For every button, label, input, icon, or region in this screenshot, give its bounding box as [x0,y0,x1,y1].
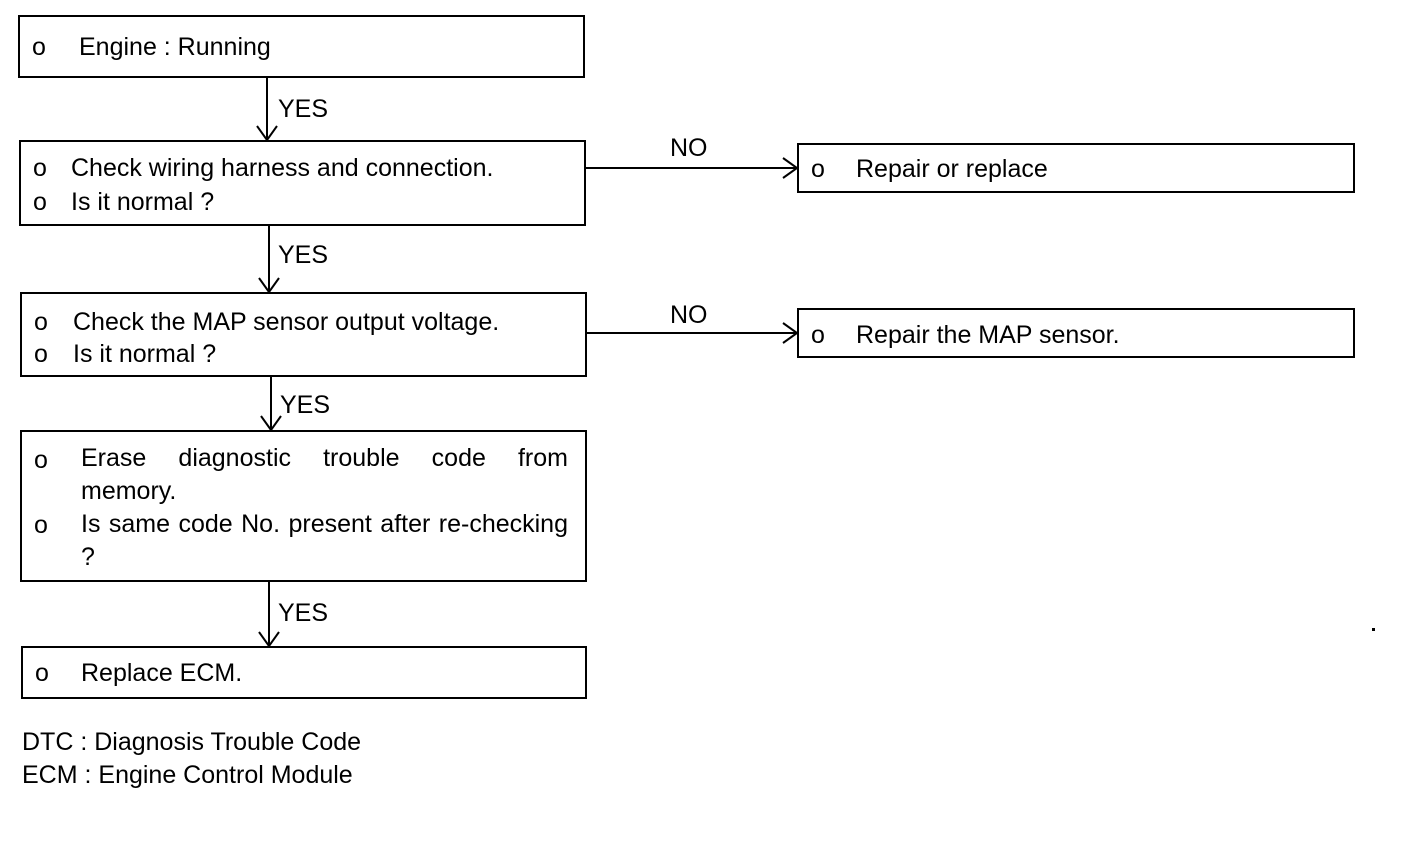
node-repair-or-replace: o Repair or replace [797,143,1355,193]
legend-ecm: ECM : Engine Control Module [22,761,353,789]
node-text: Check the MAP sensor output voltage. [73,308,500,336]
bullet-marker: o [811,321,825,349]
bullet-marker: o [35,659,49,687]
node-check-map-sensor: o Check the MAP sensor output voltage. o… [20,292,587,377]
node-erase-dtc: o Erase diagnostic trouble code from mem… [20,430,587,582]
bullet-marker: o [811,155,825,183]
edge-label-no: NO [670,301,708,329]
node-repair-map-sensor: o Repair the MAP sensor. [797,308,1355,358]
bullet-marker: o [34,340,48,368]
bullet-marker: o [33,154,47,182]
node-text: Is it normal ? [71,188,215,216]
node-text: Replace ECM. [81,659,243,687]
edge-label-yes: YES [280,391,331,419]
node-text: Erase diagnostic trouble code from memor… [81,444,568,505]
node-replace-ecm: o Replace ECM. [21,646,587,699]
bullet-marker: o [33,188,47,216]
edge-label-yes: YES [278,599,329,627]
node-check-wiring: o Check wiring harness and connection. o… [19,140,586,226]
bullet-marker: o [34,308,48,336]
node-engine-running: o Engine : Running [18,15,585,78]
edge-label-yes: YES [278,95,329,123]
node-text: Is same code No. present after re-checki… [81,510,568,571]
stray-dot-mark [1372,628,1375,631]
node-text: Is it normal ? [73,340,217,368]
edge-label-yes: YES [278,241,329,269]
legend-dtc: DTC : Diagnosis Trouble Code [22,728,362,756]
node-text: Engine : Running [79,33,271,61]
bullet-marker: o [34,446,48,474]
bullet-marker: o [32,33,46,61]
bullet-marker: o [34,511,48,539]
node-text: Repair or replace [856,155,1048,183]
edge-label-no: NO [670,134,708,162]
node-text: Check wiring harness and connection. [71,154,494,182]
node-text: Repair the MAP sensor. [856,321,1120,349]
